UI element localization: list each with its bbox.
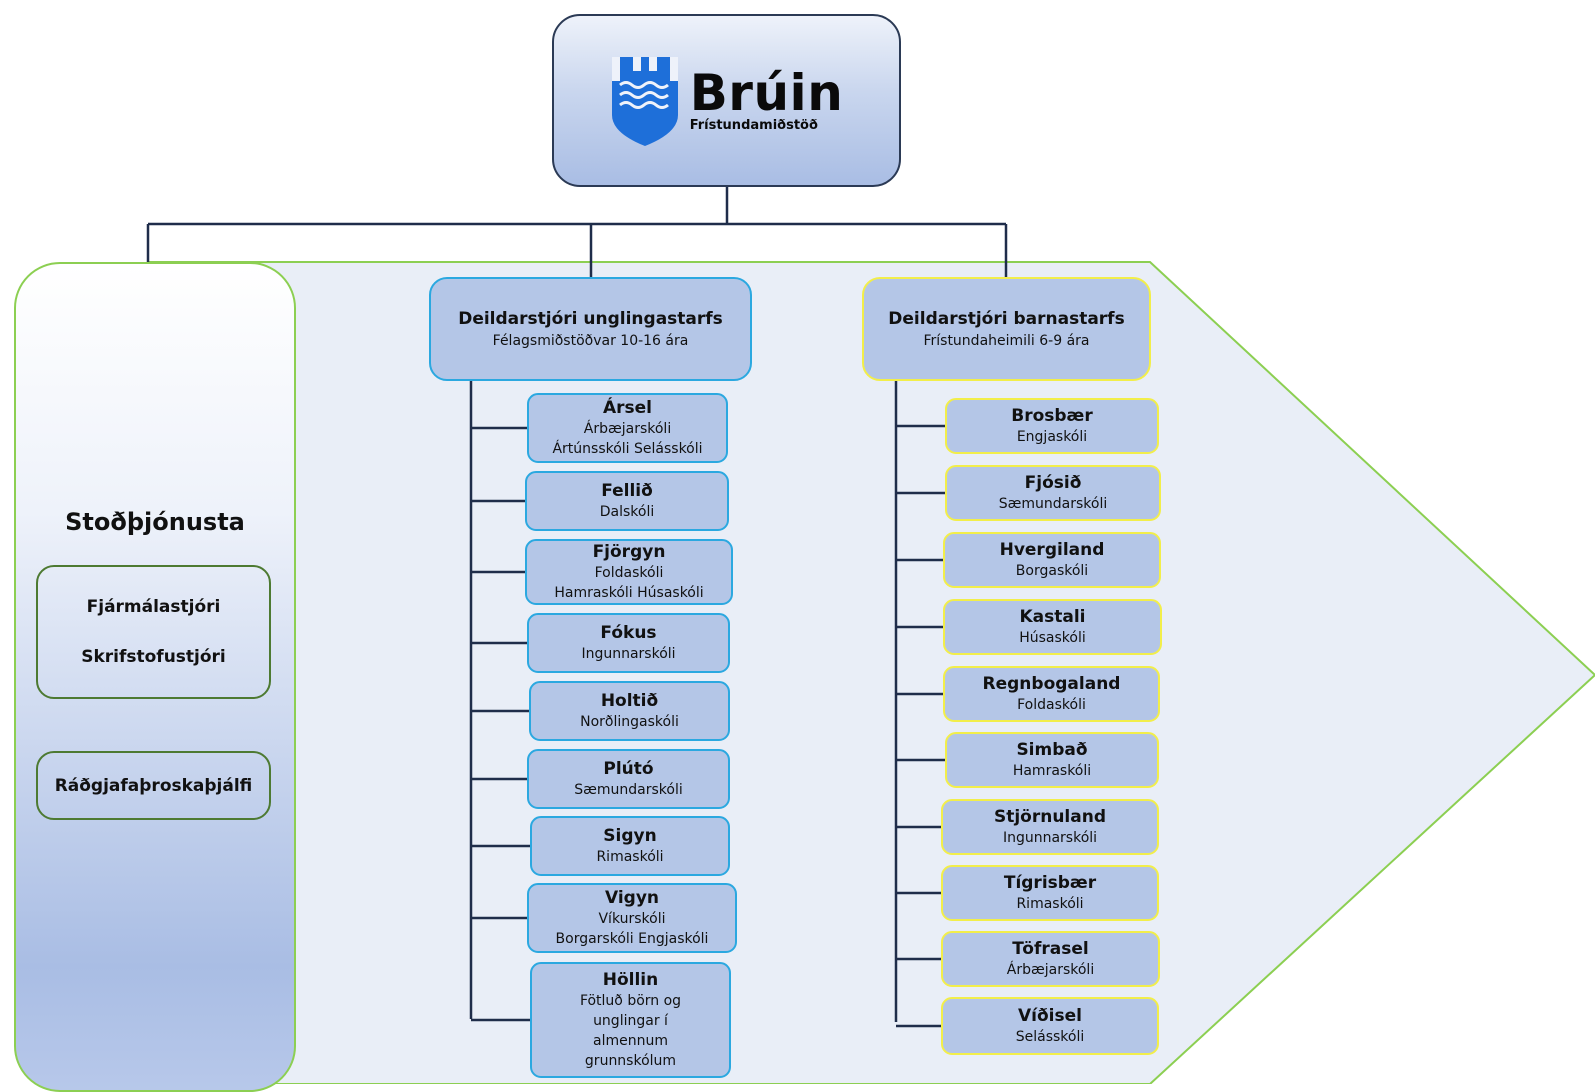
children-unit-school: Árbæjarskóli	[1006, 961, 1095, 978]
youth-unit-school: Dalskóli	[599, 503, 655, 520]
youth-unit-school: Rimaskóli	[596, 848, 664, 865]
children-unit-name: Stjörnuland	[993, 806, 1107, 827]
children-department-head-box: Deildarstjóri barnastarfs Frístundaheimi…	[862, 277, 1151, 381]
youth-unit-school: Víkurskóli	[598, 910, 666, 927]
role-advisor: Ráðgjafaþroskaþjálfi	[54, 775, 253, 796]
children-department-title: Deildarstjóri barnastarfs	[888, 309, 1125, 329]
finance-office-box: Fjármálastjóri Skrifstofustjóri	[36, 565, 271, 699]
children-unit-school: Hamraskóli	[1012, 762, 1092, 779]
advisor-box: Ráðgjafaþroskaþjálfi	[36, 751, 271, 820]
children-unit-school: Borgaskóli	[1015, 562, 1089, 579]
youth-unit-school: Árbæjarskóli	[583, 420, 672, 437]
youth-unit-name: Sigyn	[603, 825, 657, 846]
children-unit-name: Tígrisbær	[1003, 872, 1097, 893]
children-unit-name: Töfrasel	[1012, 938, 1089, 959]
children-unit-name: Brosbær	[1011, 405, 1093, 426]
youth-unit-name: Plútó	[603, 758, 654, 779]
children-unit-name: Fjósið	[1024, 472, 1082, 493]
youth-unit-name: Holtið	[600, 690, 659, 711]
children-unit-name: Kastali	[1019, 606, 1086, 627]
youth-unit-school: Fötluð börn og	[579, 992, 682, 1009]
children-unit-name: Víðisel	[1018, 1005, 1082, 1026]
youth-unit-school: almennum	[593, 1032, 668, 1049]
youth-unit-school: Hamraskóli Húsaskóli	[554, 584, 704, 601]
role-finance-director: Fjármálastjóri	[86, 597, 221, 617]
youth-department-subtitle: Félagsmiðstöðvar 10-16 ára	[492, 333, 689, 349]
reykjavik-shield-icon	[611, 56, 678, 146]
logo-subtitle: Frístundamiðstöð	[689, 118, 818, 133]
youth-department-title: Deildarstjóri unglingastarfs	[458, 309, 723, 329]
children-unit-name: Simbað	[1016, 739, 1088, 760]
youth-unit-school: unglingar í	[593, 1012, 668, 1029]
youth-unit-school: Norðlingaskóli	[580, 713, 679, 730]
children-department-subtitle: Frístundaheimili 6-9 ára	[923, 333, 1090, 349]
children-unit-school: Rimaskóli	[1016, 895, 1084, 912]
role-office-manager: Skrifstofustjóri	[81, 647, 226, 667]
youth-unit-school: grunnskólum	[584, 1052, 677, 1069]
youth-unit-school: Foldaskóli	[594, 564, 664, 581]
youth-unit-name: Fókus	[600, 622, 657, 643]
support-title: Stoðþjónusta	[65, 508, 245, 536]
youth-unit-school: Sæmundarskóli	[574, 781, 683, 798]
youth-unit-name: Höllin	[602, 969, 659, 990]
children-unit-school: Sæmundarskóli	[998, 495, 1108, 512]
youth-unit-name: Fellið	[601, 480, 653, 501]
children-unit-name: Regnbogaland	[982, 673, 1121, 694]
children-unit-school: Selásskóli	[1015, 1028, 1085, 1045]
children-unit-school: Foldaskóli	[1017, 696, 1086, 713]
youth-unit-school: Ártúnsskóli Selásskóli	[552, 440, 703, 457]
children-unit-school: Engjaskóli	[1016, 428, 1088, 445]
children-unit-school: Ingunnarskóli	[1002, 829, 1098, 846]
children-unit-school: Húsaskóli	[1019, 629, 1086, 646]
youth-unit-name: Fjörgyn	[592, 541, 666, 562]
youth-unit-name: Ársel	[602, 397, 653, 418]
logo-box: Brúin Frístundamiðstöð	[552, 14, 901, 187]
youth-unit-name: Vigyn	[604, 887, 660, 908]
support-panel	[14, 262, 296, 1092]
background-arrow-shape	[149, 261, 1595, 1084]
youth-department-head-box: Deildarstjóri unglingastarfs Félagsmiðst…	[429, 277, 752, 381]
youth-unit-school: Borgarskóli Engjaskóli	[555, 930, 709, 947]
children-unit-name: Hvergiland	[999, 539, 1105, 560]
youth-unit-school: Ingunnarskóli	[581, 645, 676, 662]
logo-title: Brúin	[689, 64, 844, 122]
